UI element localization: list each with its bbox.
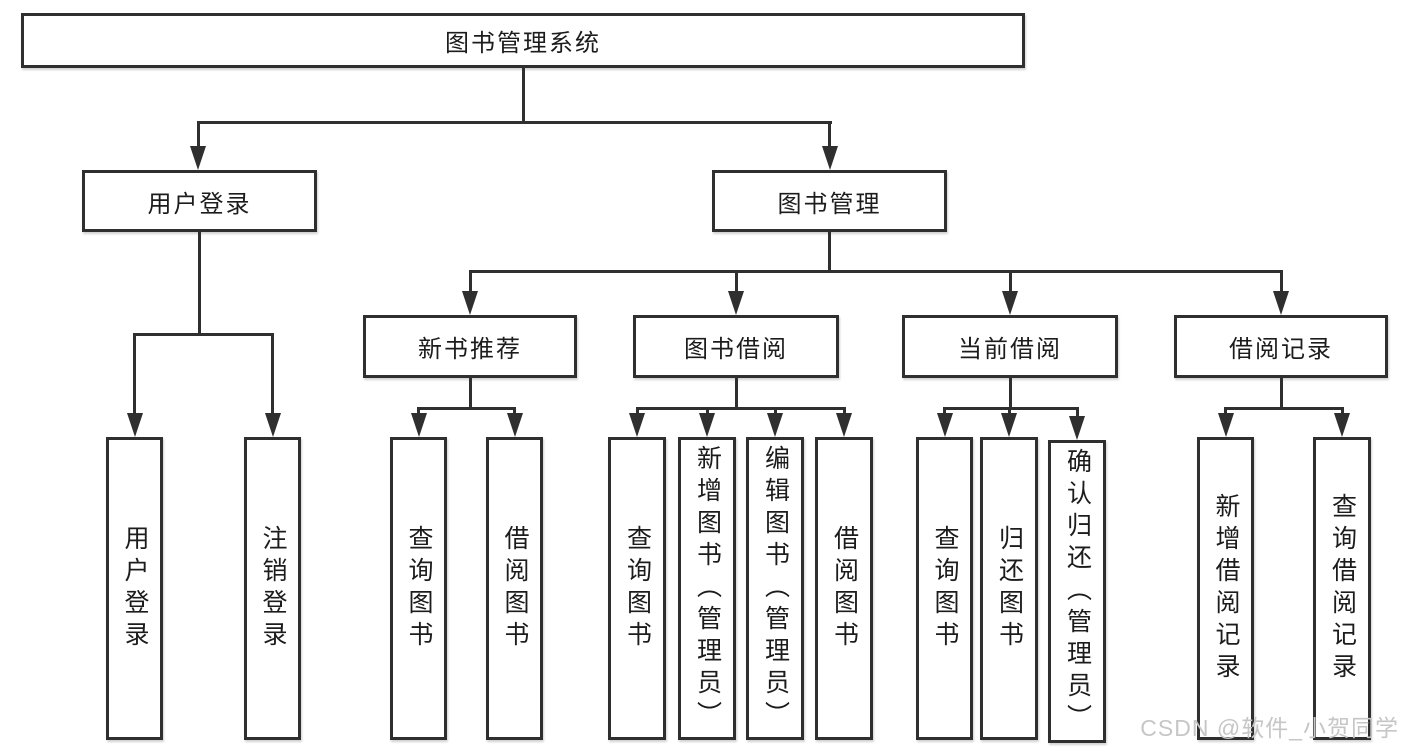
connector-line — [468, 270, 472, 294]
leaf-label: 查询图书 — [623, 524, 652, 653]
arrowhead-down — [1217, 413, 1234, 437]
connector-line — [1224, 407, 1227, 416]
node-book-management: 图书管理 — [712, 170, 947, 232]
connector-line — [133, 333, 136, 415]
node-label: 图书借阅 — [684, 336, 788, 363]
connector-line — [734, 270, 738, 294]
arrowhead-down — [699, 413, 715, 437]
leaf-label: 用户登录 — [121, 524, 149, 653]
connector-line — [417, 407, 516, 410]
node-library-management-system: 图书管理系统 — [21, 13, 1025, 68]
leaf-query-books-recommend: 查询图书 — [390, 437, 447, 740]
connector-line — [196, 121, 200, 149]
arrowhead-down — [821, 146, 838, 170]
node-user-login: 用户登录 — [82, 170, 317, 232]
arrowhead-down — [462, 291, 478, 315]
connector-line — [198, 232, 201, 335]
leaf-confirm-return-admin: 确认归还（管理员） — [1048, 440, 1106, 743]
leaf-label: 查询图书 — [931, 524, 959, 653]
connector-line — [635, 407, 639, 416]
leaf-edit-books-admin: 编辑图书（管理员） — [746, 437, 804, 740]
connector-line — [468, 270, 1283, 273]
node-label: 图书管理系统 — [445, 30, 601, 57]
connector-line — [513, 407, 516, 416]
arrowhead-down — [264, 413, 281, 437]
leaf-query-borrow-record: 查询借阅记录 — [1313, 437, 1371, 740]
leaf-borrow-books: 借阅图书 — [815, 437, 873, 740]
connector-line — [705, 407, 709, 416]
connector-line — [1008, 270, 1012, 294]
node-borrowing-records: 借阅记录 — [1174, 315, 1388, 378]
node-label: 图书管理 — [777, 190, 882, 218]
connector-line — [1224, 407, 1343, 410]
node-book-borrowing: 图书借阅 — [633, 315, 839, 378]
connector-line — [521, 68, 525, 123]
connector-line — [1075, 407, 1079, 419]
connector-line — [828, 232, 831, 272]
connector-line — [1008, 378, 1012, 409]
leaf-label: 编辑图书（管理员） — [761, 444, 790, 733]
node-new-book-recommendation: 新书推荐 — [363, 315, 577, 378]
connector-line — [196, 121, 832, 124]
leaf-return-books: 归还图书 — [980, 437, 1038, 740]
arrowhead-down — [1002, 291, 1018, 315]
leaf-label: 查询图书 — [405, 524, 433, 653]
leaf-logout: 注销登录 — [244, 437, 301, 740]
leaf-borrow-books-recommend: 借阅图书 — [486, 437, 543, 740]
connector-line — [133, 333, 274, 336]
connector-line — [773, 407, 777, 416]
leaf-label: 归还图书 — [995, 524, 1024, 653]
node-label: 用户登录 — [147, 190, 252, 218]
connector-line — [1279, 270, 1283, 294]
connector-line — [1340, 407, 1344, 416]
leaf-label: 确认归还（管理员） — [1063, 447, 1092, 736]
node-label: 借阅记录 — [1229, 336, 1333, 363]
leaf-label: 借阅图书 — [501, 524, 529, 653]
arrowhead-down — [1273, 291, 1289, 315]
connector-line — [842, 407, 846, 416]
node-label: 当前借阅 — [958, 336, 1062, 363]
connector-line — [1279, 378, 1283, 409]
leaf-label: 新增借阅记录 — [1212, 492, 1240, 685]
arrowhead-down — [1334, 413, 1350, 437]
leaf-label: 注销登录 — [259, 524, 287, 653]
arrowhead-down — [506, 413, 523, 437]
connector-line — [1007, 407, 1011, 416]
connector-line — [271, 333, 274, 415]
arrowhead-down — [767, 413, 783, 437]
arrowhead-down — [836, 413, 852, 437]
arrowhead-down — [1069, 416, 1085, 440]
leaf-label: 借阅图书 — [830, 524, 859, 653]
leaf-user-login: 用户登录 — [106, 437, 163, 740]
leaf-query-books-borrow: 查询图书 — [608, 437, 666, 740]
leaf-label: 新增图书（管理员） — [693, 444, 722, 733]
node-current-borrowing: 当前借阅 — [902, 315, 1118, 378]
arrowhead-down — [126, 413, 143, 437]
connector-line — [635, 407, 846, 410]
leaf-query-books-current: 查询图书 — [916, 437, 973, 740]
arrowhead-down — [410, 413, 427, 437]
connector-line — [828, 121, 831, 149]
connector-line — [417, 407, 420, 416]
node-label: 新书推荐 — [418, 336, 522, 363]
arrowhead-down — [728, 291, 744, 315]
arrowhead-down — [629, 413, 645, 437]
leaf-label: 查询借阅记录 — [1328, 492, 1357, 685]
connector-line — [468, 378, 472, 409]
arrowhead-down — [190, 146, 206, 170]
connector-line — [943, 407, 946, 416]
connector-line — [943, 407, 1078, 410]
connector-line — [734, 378, 738, 409]
leaf-add-books-admin: 新增图书（管理员） — [678, 437, 736, 740]
arrowhead-down — [1001, 413, 1017, 437]
arrowhead-down — [936, 413, 953, 437]
leaf-add-borrow-record: 新增借阅记录 — [1197, 437, 1254, 740]
csdn-watermark: CSDN @软件_小贺同学 — [1140, 715, 1399, 741]
